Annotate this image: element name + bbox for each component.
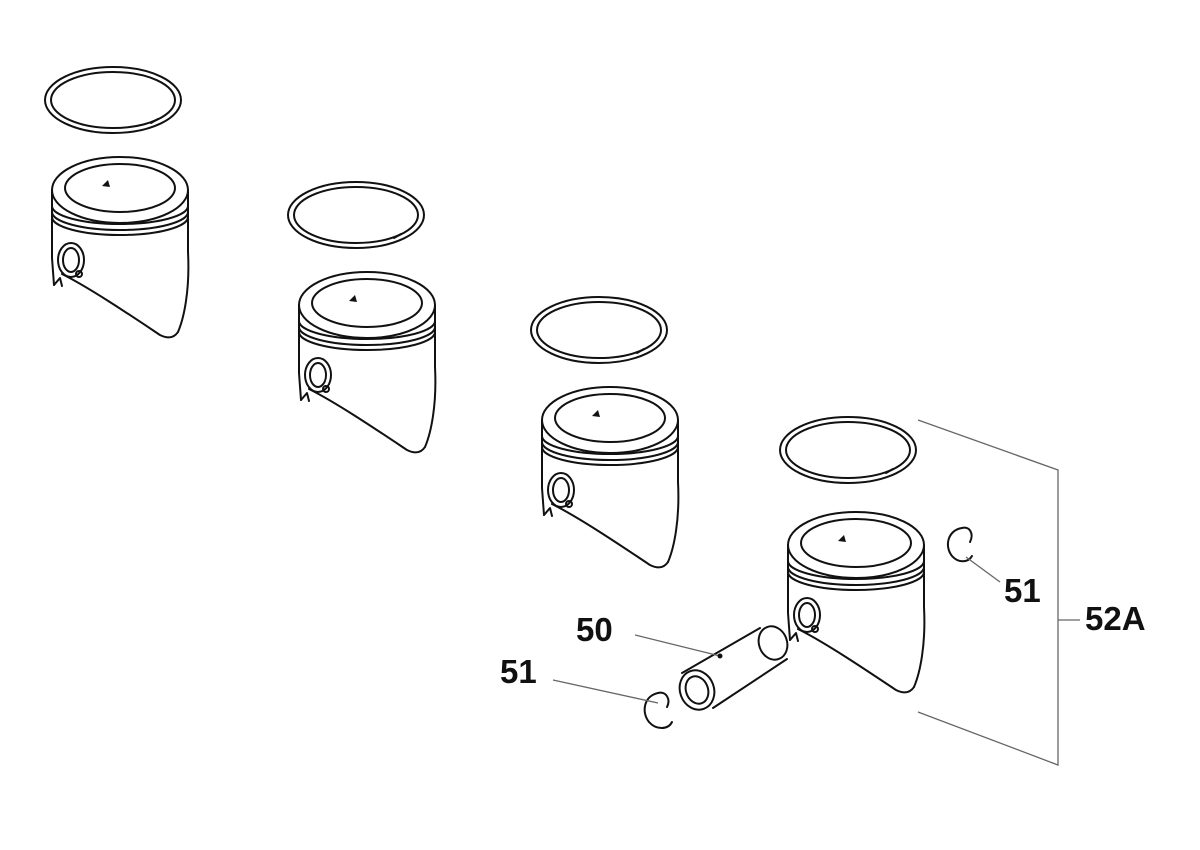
circlip-right — [946, 526, 973, 563]
piston-ring-1 — [44, 66, 182, 134]
piston-ring-3 — [530, 296, 668, 364]
piston-ring-4 — [779, 416, 917, 484]
piston-pin — [678, 625, 789, 711]
piston-2 — [298, 271, 437, 454]
piston-4 — [787, 511, 926, 694]
callout-piston-pin: 50 — [576, 611, 613, 648]
callout-piston-kit: 52A — [1085, 600, 1146, 637]
piston-1 — [51, 156, 190, 339]
piston-ring-2 — [287, 181, 425, 249]
callout-circlip-right: 51 — [1004, 572, 1041, 609]
circlip-left — [643, 691, 673, 729]
piston-3 — [541, 386, 680, 569]
callout-circlip-left: 51 — [500, 653, 537, 690]
leader-lines — [552, 419, 1080, 766]
